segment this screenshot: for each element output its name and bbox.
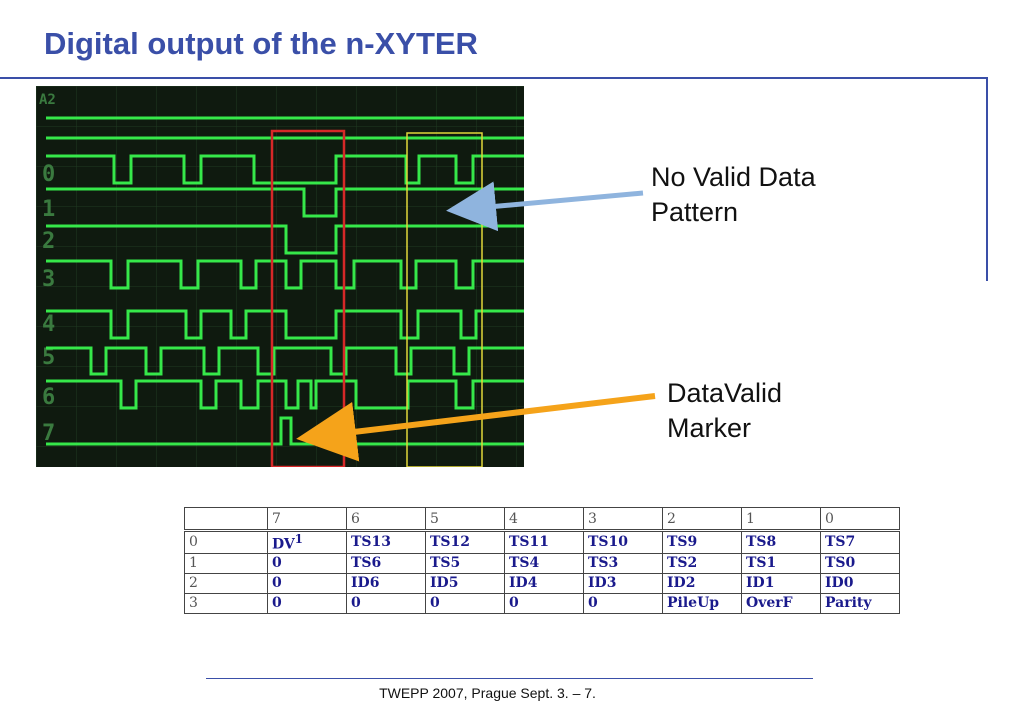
datavalid-callout: DataValid Marker bbox=[667, 376, 782, 446]
table-cell: PileUp bbox=[662, 592, 742, 614]
table-row: 1 0 TS6 TS5 TS4 TS3 TS2 TS1 TS0 bbox=[184, 552, 900, 574]
table-cell: TS11 bbox=[504, 529, 584, 554]
footer-divider bbox=[206, 678, 813, 679]
table-cell: OverF bbox=[741, 592, 821, 614]
row-label: 3 bbox=[184, 592, 268, 614]
table-cell: 0 bbox=[267, 592, 347, 614]
table-cell: TS0 bbox=[820, 552, 900, 574]
table-cell: 0 bbox=[425, 592, 505, 614]
channel-label: 6 bbox=[42, 385, 55, 410]
callout-text: Marker bbox=[667, 413, 752, 443]
dv-footnote-marker: 1 bbox=[294, 532, 303, 546]
table-cell: ID0 bbox=[820, 572, 900, 594]
table-header-cell bbox=[184, 507, 268, 531]
table-header-cell: 5 bbox=[425, 507, 505, 531]
table-cell: TS9 bbox=[662, 529, 742, 554]
table-cell: TS1 bbox=[741, 552, 821, 574]
oscilloscope-image: A2 0 1 2 3 4 5 6 7 bbox=[36, 86, 524, 467]
datavalid-highlight-box bbox=[270, 129, 346, 467]
table-header-cell: 7 bbox=[267, 507, 347, 531]
row-label: 1 bbox=[184, 552, 268, 574]
table-cell: TS4 bbox=[504, 552, 584, 574]
slide-title: Digital output of the n-XYTER bbox=[44, 26, 478, 61]
channel-label: 4 bbox=[42, 312, 55, 337]
table-cell: Parity bbox=[820, 592, 900, 614]
row-label: 0 bbox=[184, 529, 268, 554]
table-cell: 0 bbox=[583, 592, 663, 614]
bit-mapping-table: 7 6 5 4 3 2 1 0 0 DV1 TS13 TS12 TS11 TS1… bbox=[184, 507, 900, 614]
table-cell: ID3 bbox=[583, 572, 663, 594]
table-header-cell: 4 bbox=[504, 507, 584, 531]
table-cell: TS8 bbox=[741, 529, 821, 554]
table-row: 3 0 0 0 0 0 PileUp OverF Parity bbox=[184, 592, 900, 614]
footer-text: TWEPP 2007, Prague Sept. 3. – 7. bbox=[379, 685, 596, 701]
table-cell: TS6 bbox=[346, 552, 426, 574]
table-cell: TS7 bbox=[820, 529, 900, 554]
table-cell: ID6 bbox=[346, 572, 426, 594]
signal-trace bbox=[46, 379, 524, 410]
table-header-row: 7 6 5 4 3 2 1 0 bbox=[184, 507, 900, 531]
signal-trace bbox=[46, 154, 524, 185]
table-cell: 0 bbox=[504, 592, 584, 614]
signal-trace bbox=[46, 224, 524, 255]
signal-trace bbox=[46, 346, 524, 376]
table-cell: ID4 bbox=[504, 572, 584, 594]
signal-trace bbox=[46, 309, 524, 340]
orange-arrow bbox=[296, 393, 656, 462]
table-cell: 0 bbox=[346, 592, 426, 614]
table-cell: ID5 bbox=[425, 572, 505, 594]
table-header-cell: 0 bbox=[820, 507, 900, 531]
table-cell: ID2 bbox=[662, 572, 742, 594]
row-label: 2 bbox=[184, 572, 268, 594]
oscilloscope-traces: A2 0 1 2 3 4 5 6 7 bbox=[36, 86, 524, 467]
table-cell: TS2 bbox=[662, 552, 742, 574]
side-divider bbox=[986, 77, 988, 281]
channel-label: 7 bbox=[42, 421, 55, 446]
table-header-cell: 6 bbox=[346, 507, 426, 531]
callout-text: No Valid Data bbox=[651, 162, 816, 192]
blue-arrow bbox=[446, 181, 644, 232]
table-cell: TS5 bbox=[425, 552, 505, 574]
table-cell: ID1 bbox=[741, 572, 821, 594]
no-valid-data-highlight-box bbox=[406, 132, 483, 467]
channel-label: 0 bbox=[42, 162, 55, 187]
table-row: 0 DV1 TS13 TS12 TS11 TS10 TS9 TS8 TS7 bbox=[184, 529, 900, 554]
callout-text: DataValid bbox=[667, 378, 783, 408]
table-cell: 0 bbox=[267, 552, 347, 574]
channel-label: A2 bbox=[39, 92, 56, 108]
callout-text: Pattern bbox=[651, 197, 739, 227]
channel-label: 2 bbox=[42, 229, 55, 254]
channel-label: 1 bbox=[42, 197, 55, 222]
signal-trace bbox=[46, 259, 524, 290]
table-cell: TS12 bbox=[425, 529, 505, 554]
dv-text: DV bbox=[272, 536, 295, 553]
table-row: 2 0 ID6 ID5 ID4 ID3 ID2 ID1 ID0 bbox=[184, 572, 900, 594]
table-cell: TS3 bbox=[583, 552, 663, 574]
channel-label: 3 bbox=[42, 267, 55, 292]
signal-trace bbox=[46, 187, 524, 218]
table-cell: TS13 bbox=[346, 529, 426, 554]
table-header-cell: 2 bbox=[662, 507, 742, 531]
channel-label: 5 bbox=[42, 345, 55, 370]
slide-footer: TWEPP 2007, Prague Sept. 3. – 7. bbox=[0, 685, 1023, 701]
table-header-cell: 3 bbox=[583, 507, 663, 531]
table-cell: 0 bbox=[267, 572, 347, 594]
title-divider bbox=[0, 77, 988, 79]
table-cell: TS10 bbox=[583, 529, 663, 554]
table-header-cell: 1 bbox=[741, 507, 821, 531]
no-valid-data-callout: No Valid Data Pattern bbox=[651, 160, 816, 230]
table-cell: DV1 bbox=[267, 529, 347, 554]
